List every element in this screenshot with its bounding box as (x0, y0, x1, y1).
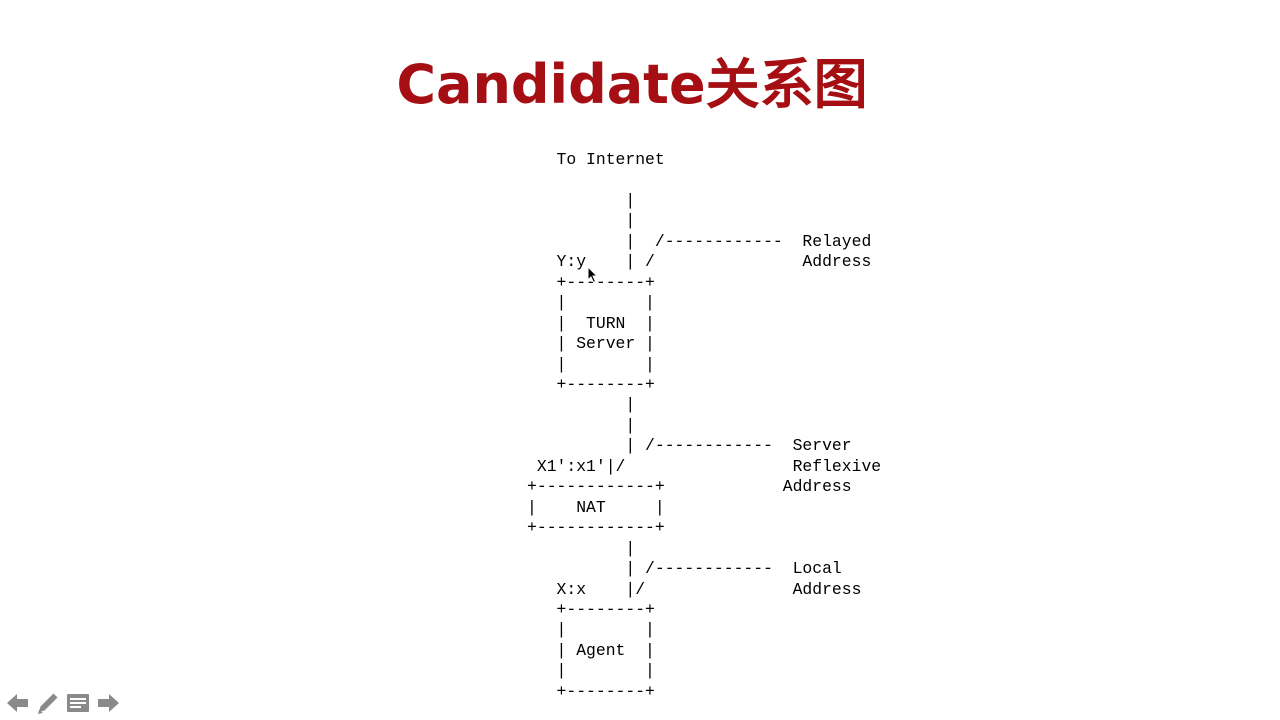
pen-icon (38, 693, 58, 714)
mouse-cursor-icon (587, 266, 599, 284)
arrow-left-icon (7, 694, 28, 712)
slide-title: Candidate关系图 (396, 53, 868, 116)
pen-tool-button[interactable] (34, 689, 62, 717)
slide-menu-button[interactable] (64, 689, 92, 717)
candidate-diagram: To Internet | | | /------------ Relayed … (527, 150, 882, 701)
next-slide-button[interactable] (94, 689, 122, 717)
menu-icon (67, 694, 89, 712)
slide-nav-bar (4, 688, 122, 718)
prev-slide-button[interactable] (4, 689, 32, 717)
arrow-right-icon (98, 694, 119, 712)
